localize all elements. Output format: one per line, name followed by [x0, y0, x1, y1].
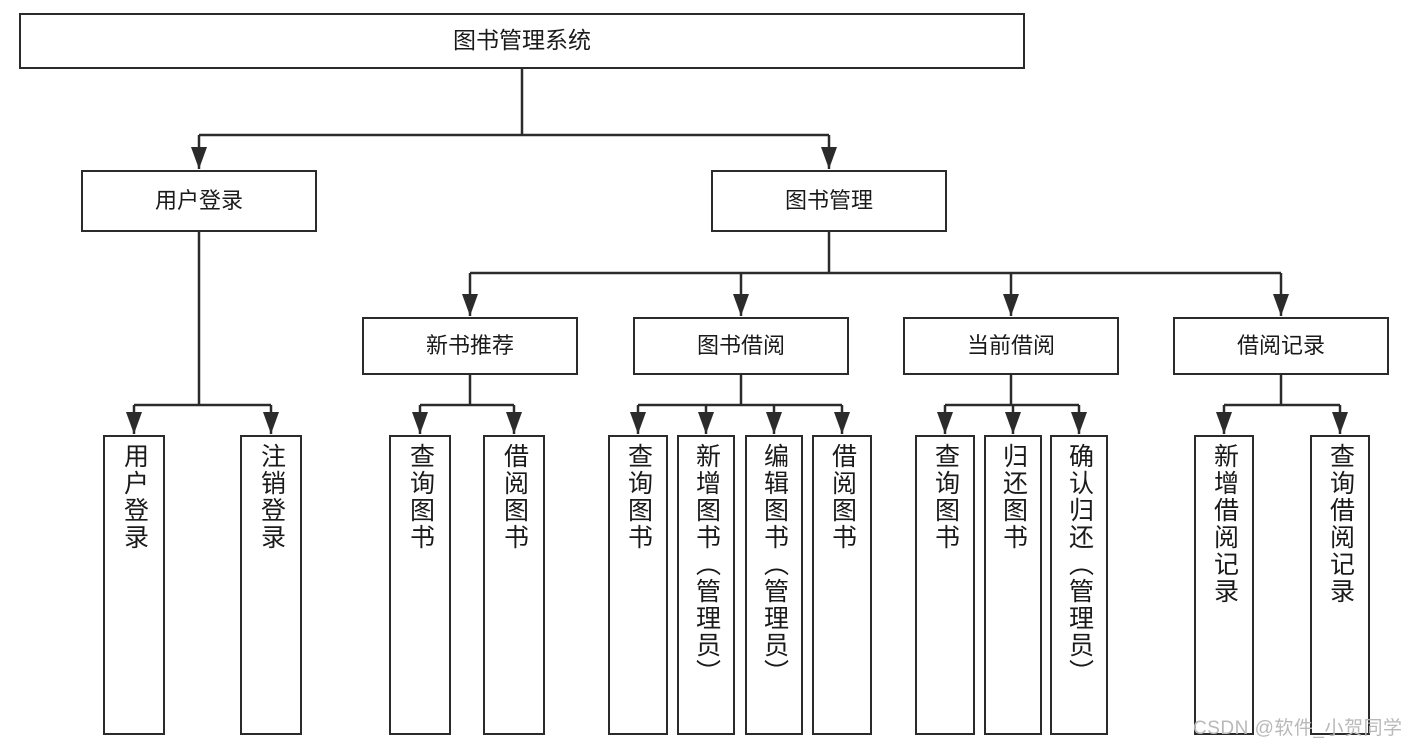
- node-n2[interactable]: 图书管理: [711, 170, 947, 232]
- node-label: 注销登录: [257, 443, 286, 551]
- node-l9[interactable]: 查询图书: [915, 435, 975, 735]
- node-l11[interactable]: 确认归还（管理员）: [1050, 435, 1108, 735]
- node-l3[interactable]: 查询图书: [389, 435, 451, 735]
- node-label: 查询图书: [931, 443, 960, 551]
- node-label: 借阅记录: [1236, 333, 1325, 359]
- node-label: 新书推荐: [425, 333, 514, 359]
- node-l6[interactable]: 新增图书（管理员）: [677, 435, 735, 735]
- node-n1[interactable]: 用户登录: [81, 170, 317, 232]
- node-l7[interactable]: 编辑图书（管理员）: [745, 435, 803, 735]
- node-l4[interactable]: 借阅图书: [483, 435, 545, 735]
- node-l13[interactable]: 查询借阅记录: [1310, 435, 1370, 735]
- node-label: 借阅图书: [828, 443, 857, 551]
- node-label: 用户登录: [120, 443, 149, 551]
- node-label: 图书管理系统: [453, 27, 591, 54]
- node-l1[interactable]: 用户登录: [103, 435, 165, 735]
- node-label: 新增借阅记录: [1210, 443, 1239, 605]
- watermark: CSDN @软件_小贺同学: [1193, 718, 1403, 739]
- node-n2b[interactable]: 图书借阅: [633, 317, 849, 375]
- node-label: 图书管理: [784, 188, 873, 214]
- node-label: 借阅图书: [500, 443, 529, 551]
- node-label: 用户登录: [154, 188, 243, 214]
- node-l5[interactable]: 查询图书: [608, 435, 668, 735]
- node-label: 查询借阅记录: [1326, 443, 1355, 605]
- node-n2d[interactable]: 借阅记录: [1173, 317, 1389, 375]
- node-l2[interactable]: 注销登录: [240, 435, 302, 735]
- node-n2a[interactable]: 新书推荐: [362, 317, 578, 375]
- node-label: 归还图书: [999, 443, 1028, 551]
- node-root[interactable]: 图书管理系统: [19, 13, 1025, 69]
- node-label: 新增图书（管理员）: [692, 443, 721, 686]
- node-label: 确认归还（管理员）: [1065, 443, 1094, 686]
- node-l8[interactable]: 借阅图书: [812, 435, 872, 735]
- node-label: 查询图书: [624, 443, 653, 551]
- node-label: 图书借阅: [696, 333, 785, 359]
- node-l10[interactable]: 归还图书: [984, 435, 1042, 735]
- node-l12[interactable]: 新增借阅记录: [1194, 435, 1254, 735]
- node-n2c[interactable]: 当前借阅: [903, 317, 1119, 375]
- node-label: 当前借阅: [966, 333, 1055, 359]
- node-label: 编辑图书（管理员）: [760, 443, 789, 686]
- node-label: 查询图书: [406, 443, 435, 551]
